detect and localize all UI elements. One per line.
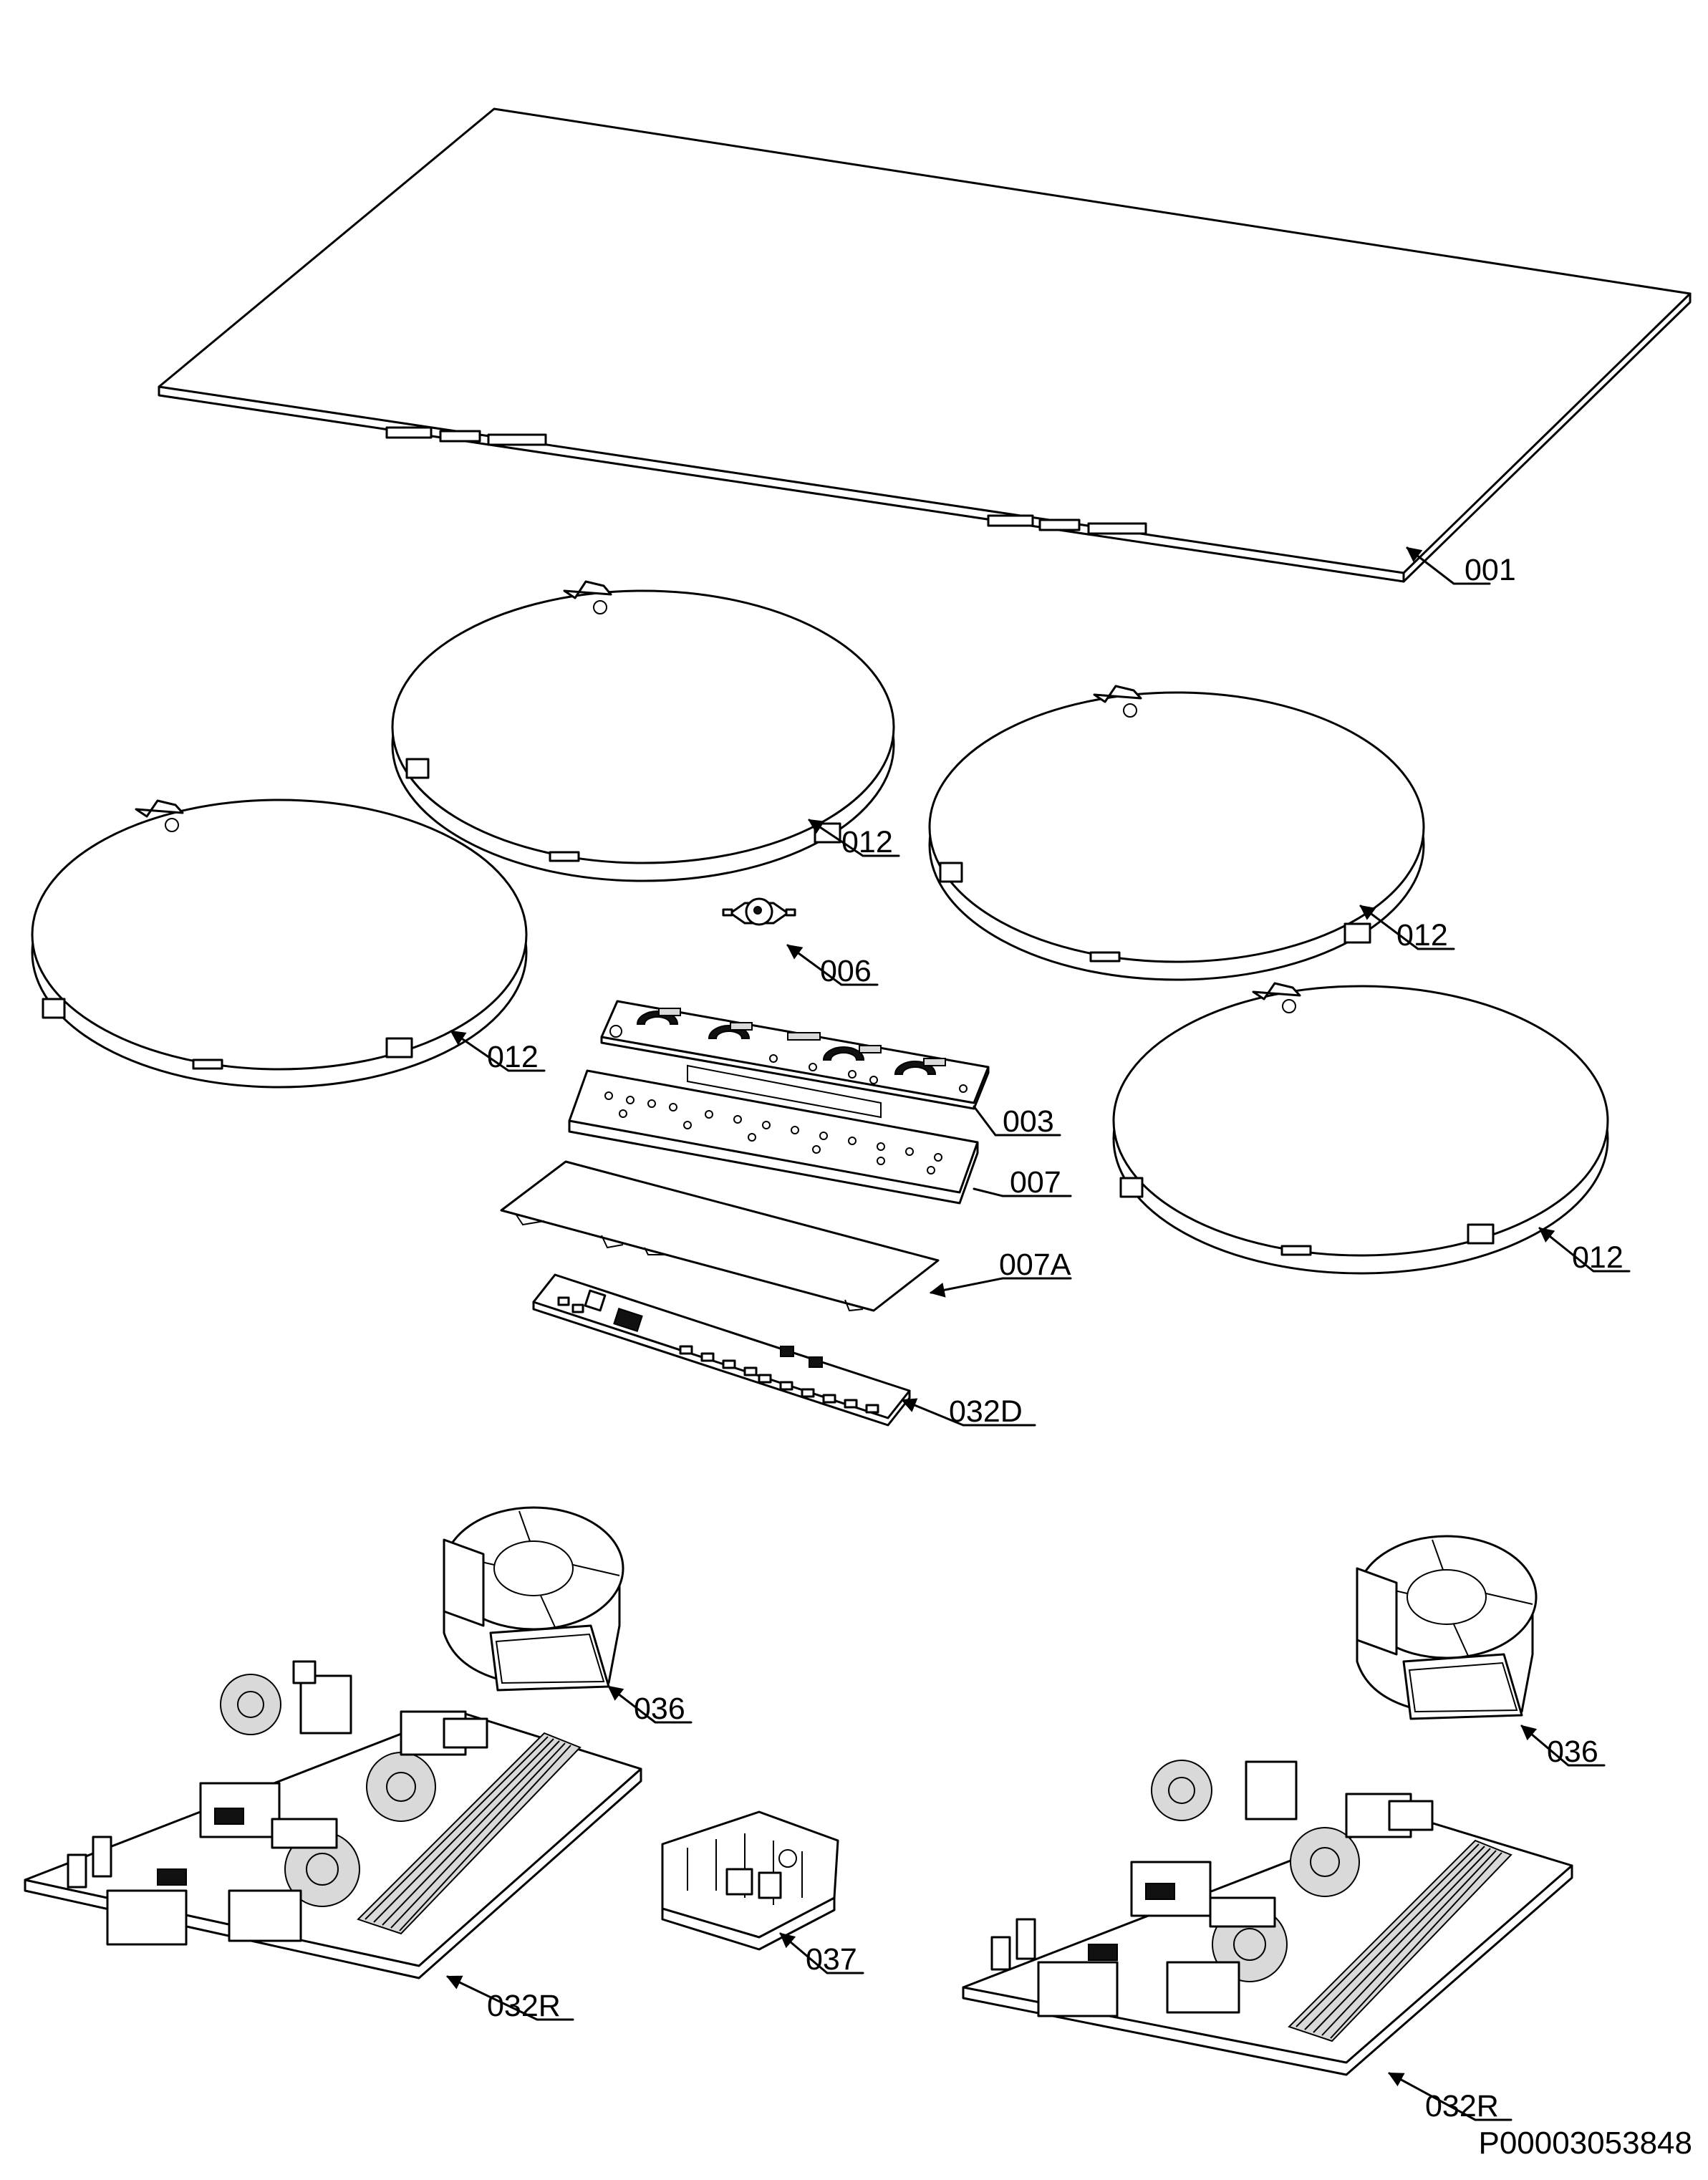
callout-036-right: 036 <box>1547 1735 1598 1769</box>
callout-007A: 007A <box>999 1248 1071 1282</box>
induction-coil-top-right <box>928 685 1425 981</box>
induction-coil-left <box>31 799 528 1089</box>
key-frame-007 <box>568 1064 979 1205</box>
callout-012-left: 012 <box>487 1040 539 1074</box>
glass-top-panel <box>158 107 1692 583</box>
control-keypad-003 <box>600 1000 990 1110</box>
callout-labels: 001 012 012 012 012 006 003 007 007A 032… <box>487 553 1623 2123</box>
power-board-right <box>962 1760 1573 2076</box>
induction-coil-top-center <box>391 580 895 882</box>
callout-032R-right: 032R <box>1425 2089 1499 2123</box>
cooling-fan-right <box>1356 1535 1538 1720</box>
glass-top-clips-right <box>987 514 1147 535</box>
callout-012-top-center: 012 <box>841 825 893 859</box>
callout-006: 006 <box>820 954 872 988</box>
document-id: P00003053848 <box>1478 2126 1692 2161</box>
cooling-fan-left <box>443 1506 624 1692</box>
leader-lines <box>446 546 1631 2121</box>
glass-top-clips-left <box>385 426 547 446</box>
key-frame-holes <box>604 1091 942 1175</box>
callout-037: 037 <box>806 1942 857 1977</box>
callout-036-left: 036 <box>634 1692 685 1726</box>
callout-012-bottom-right: 012 <box>1572 1240 1623 1275</box>
keypad-symbols <box>658 1008 968 1093</box>
insulation-foil-007A <box>500 1160 940 1312</box>
callout-003: 003 <box>1003 1104 1054 1139</box>
callout-012-top-right: 012 <box>1396 918 1448 952</box>
terminal-block-037 <box>661 1810 839 1951</box>
power-board-left-components <box>67 1660 488 1946</box>
power-board-left <box>24 1660 642 1979</box>
power-board-right-components <box>990 1760 1434 2017</box>
power-board-left-heatsink <box>357 1732 582 1935</box>
callout-007: 007 <box>1010 1165 1061 1200</box>
callout-001: 001 <box>1465 553 1516 587</box>
display-pcb-032D <box>532 1273 911 1427</box>
power-board-right-heatsink <box>1288 1839 1512 2042</box>
temperature-sensor <box>722 897 796 926</box>
display-pcb-leds <box>679 1345 879 1414</box>
induction-coil-bottom-right <box>1112 982 1609 1275</box>
callout-032D: 032D <box>949 1394 1023 1429</box>
callout-032R-left: 032R <box>487 1989 561 2023</box>
